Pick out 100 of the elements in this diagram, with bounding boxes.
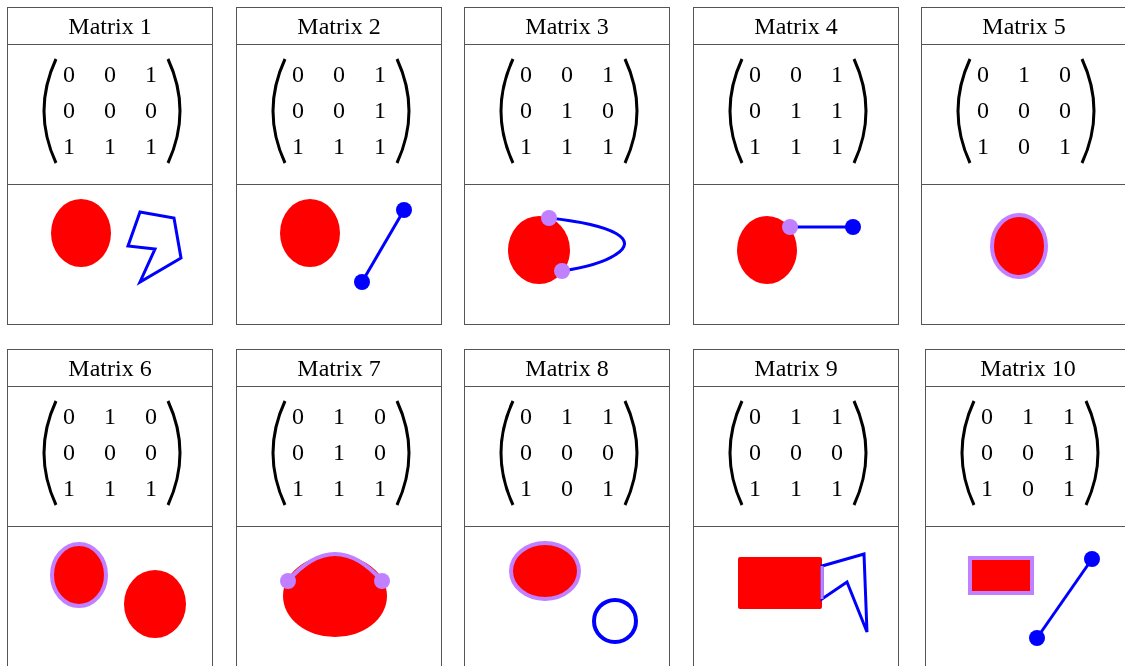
matrix-entry: 0 — [980, 438, 994, 466]
matrix-entry: 1 — [373, 96, 387, 124]
card-title: Matrix 4 — [694, 8, 898, 45]
card-title: Matrix 6 — [8, 350, 212, 387]
matrix-entry: 1 — [332, 132, 346, 160]
matrix-entry: 1 — [830, 60, 844, 88]
matrix-entry: 0 — [373, 438, 387, 466]
matrix-entry: 0 — [144, 402, 158, 430]
matrix-entry: 0 — [291, 438, 305, 466]
matrix-entry: 1 — [1062, 474, 1076, 502]
matrix-entry: 1 — [830, 402, 844, 430]
matrix-entry: 0 — [103, 438, 117, 466]
matrix-entry: 0 — [103, 96, 117, 124]
matrix-entry: 1 — [519, 474, 533, 502]
card-title: Matrix 1 — [8, 8, 212, 45]
matrix-entry: 0 — [748, 96, 762, 124]
matrix-card — [693, 7, 899, 325]
matrix-entry: 0 — [1017, 96, 1031, 124]
matrix-entry: 0 — [1058, 96, 1072, 124]
card-title: Matrix 2 — [237, 8, 441, 45]
matrix-card — [925, 349, 1125, 666]
matrix-entry: 0 — [62, 402, 76, 430]
card-title: Matrix 3 — [465, 8, 669, 45]
matrix-entry: 1 — [601, 474, 615, 502]
matrix-entry: 1 — [373, 474, 387, 502]
matrix-entry: 1 — [103, 132, 117, 160]
matrix-entry: 0 — [519, 60, 533, 88]
matrix-entry: 0 — [976, 96, 990, 124]
matrix-entry: 1 — [830, 132, 844, 160]
matrix-entry: 0 — [519, 402, 533, 430]
matrix-entry: 0 — [62, 60, 76, 88]
matrix-entry: 1 — [291, 132, 305, 160]
matrix-entry: 1 — [144, 474, 158, 502]
matrix-entry: 0 — [519, 438, 533, 466]
matrix-entry: 1 — [332, 474, 346, 502]
matrix-entry: 0 — [103, 60, 117, 88]
matrix-entry: 1 — [103, 474, 117, 502]
matrix-entry: 0 — [980, 402, 994, 430]
matrix-entry: 0 — [830, 438, 844, 466]
matrix-entry: 1 — [601, 132, 615, 160]
matrix-entry: 0 — [789, 438, 803, 466]
matrix-entry: 1 — [976, 132, 990, 160]
matrix-entry: 0 — [62, 96, 76, 124]
matrix-entry: 0 — [601, 438, 615, 466]
matrix-entry: 1 — [144, 132, 158, 160]
matrix-entry: 1 — [601, 60, 615, 88]
matrix-entry: 0 — [373, 402, 387, 430]
matrix-entry: 0 — [560, 438, 574, 466]
matrix-card — [7, 349, 213, 666]
matrix-entry: 1 — [601, 402, 615, 430]
matrix-entry: 0 — [519, 96, 533, 124]
matrix-card — [464, 349, 670, 666]
matrix-entry: 0 — [748, 60, 762, 88]
matrix-entry: 1 — [1058, 132, 1072, 160]
matrix-entry: 0 — [748, 402, 762, 430]
card-title: Matrix 8 — [465, 350, 669, 387]
matrix-entry: 1 — [830, 96, 844, 124]
matrix-entry: 1 — [980, 474, 994, 502]
matrix-entry: 0 — [291, 60, 305, 88]
matrix-entry: 1 — [519, 132, 533, 160]
matrix-entry: 0 — [291, 402, 305, 430]
matrix-card — [464, 7, 670, 325]
matrix-card — [921, 7, 1125, 325]
card-title: Matrix 9 — [694, 350, 898, 387]
matrix-entry: 1 — [332, 438, 346, 466]
matrix-entry: 1 — [748, 474, 762, 502]
matrix-entry: 1 — [1017, 60, 1031, 88]
matrix-entry: 1 — [830, 474, 844, 502]
matrix-entry: 1 — [373, 60, 387, 88]
matrix-entry: 1 — [560, 96, 574, 124]
matrix-entry: 0 — [601, 96, 615, 124]
matrix-entry: 1 — [291, 474, 305, 502]
matrix-card — [236, 7, 442, 325]
matrix-entry: 0 — [1017, 132, 1031, 160]
matrix-entry: 0 — [144, 438, 158, 466]
matrix-entry: 1 — [1062, 402, 1076, 430]
matrix-entry: 0 — [748, 438, 762, 466]
matrix-entry: 1 — [144, 60, 158, 88]
matrix-entry: 0 — [332, 96, 346, 124]
matrix-entry: 1 — [1062, 438, 1076, 466]
matrix-entry: 1 — [789, 132, 803, 160]
matrix-entry: 1 — [748, 132, 762, 160]
matrix-entry: 1 — [560, 132, 574, 160]
matrix-entry: 0 — [1058, 60, 1072, 88]
matrix-entry: 0 — [144, 96, 158, 124]
card-title: Matrix 10 — [926, 350, 1125, 387]
matrix-entry: 0 — [1021, 474, 1035, 502]
matrix-entry: 1 — [789, 96, 803, 124]
matrix-entry: 0 — [560, 60, 574, 88]
matrix-entry: 1 — [103, 402, 117, 430]
matrix-entry: 1 — [62, 132, 76, 160]
matrix-card — [693, 349, 899, 666]
matrix-entry: 1 — [373, 132, 387, 160]
matrix-entry: 1 — [789, 474, 803, 502]
card-title: Matrix 7 — [237, 350, 441, 387]
card-title: Matrix 5 — [922, 8, 1125, 45]
matrix-entry: 0 — [560, 474, 574, 502]
matrix-entry: 1 — [1021, 402, 1035, 430]
matrix-entry: 0 — [332, 60, 346, 88]
matrix-card — [236, 349, 442, 666]
